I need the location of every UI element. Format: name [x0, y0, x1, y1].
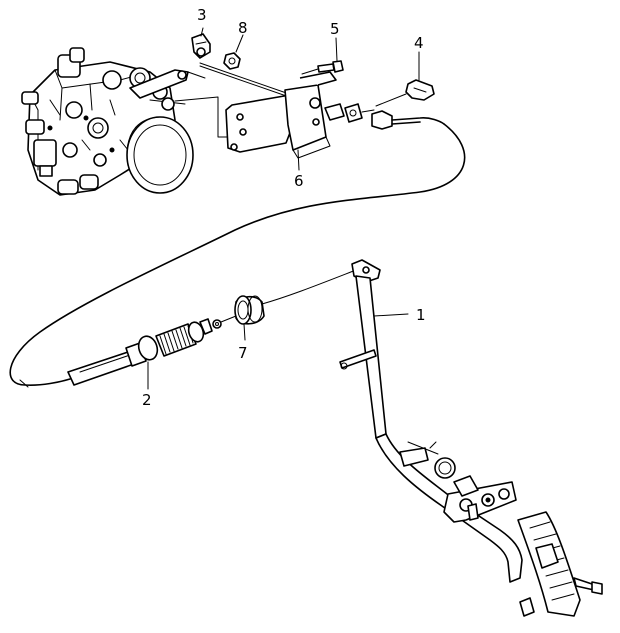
- throttle-rod: [199, 62, 296, 97]
- leader-line-5: [335, 37, 338, 62]
- callout-label-6: 6: [294, 172, 304, 190]
- callout-label-7: 7: [238, 344, 248, 362]
- leader-line-8: [235, 34, 244, 53]
- attachment-guide-line: [187, 71, 206, 79]
- callout-label-5: 5: [330, 20, 340, 38]
- callout-label-2: 2: [142, 391, 152, 409]
- part-8-nut: [223, 52, 241, 70]
- callout-label-1: 1: [416, 306, 426, 324]
- attachment-guide-line: [174, 96, 233, 138]
- leader-line-3: [200, 27, 204, 37]
- part-2-cable-adjuster: [67, 318, 222, 386]
- part-3-clip: [191, 33, 211, 59]
- callout-label-3: 3: [197, 6, 207, 24]
- part-4-retaining-clip: [375, 79, 435, 107]
- throttle-body-assembly: [21, 47, 194, 196]
- accelerator-cable: [9, 123, 466, 386]
- cable-end-adjuster: [324, 103, 445, 130]
- callout-label-8: 8: [238, 19, 248, 37]
- leader-line-1: [373, 313, 409, 317]
- part-6-bracket: [225, 71, 337, 159]
- leader-line-7: [243, 323, 246, 341]
- part-5-bolt: [317, 60, 344, 73]
- callout-label-4: 4: [414, 34, 424, 52]
- inner-cable: [220, 269, 357, 323]
- part-1-accelerator-pedal: [339, 259, 603, 617]
- leader-line-6: [297, 149, 300, 171]
- part-7-grommet: [234, 295, 265, 325]
